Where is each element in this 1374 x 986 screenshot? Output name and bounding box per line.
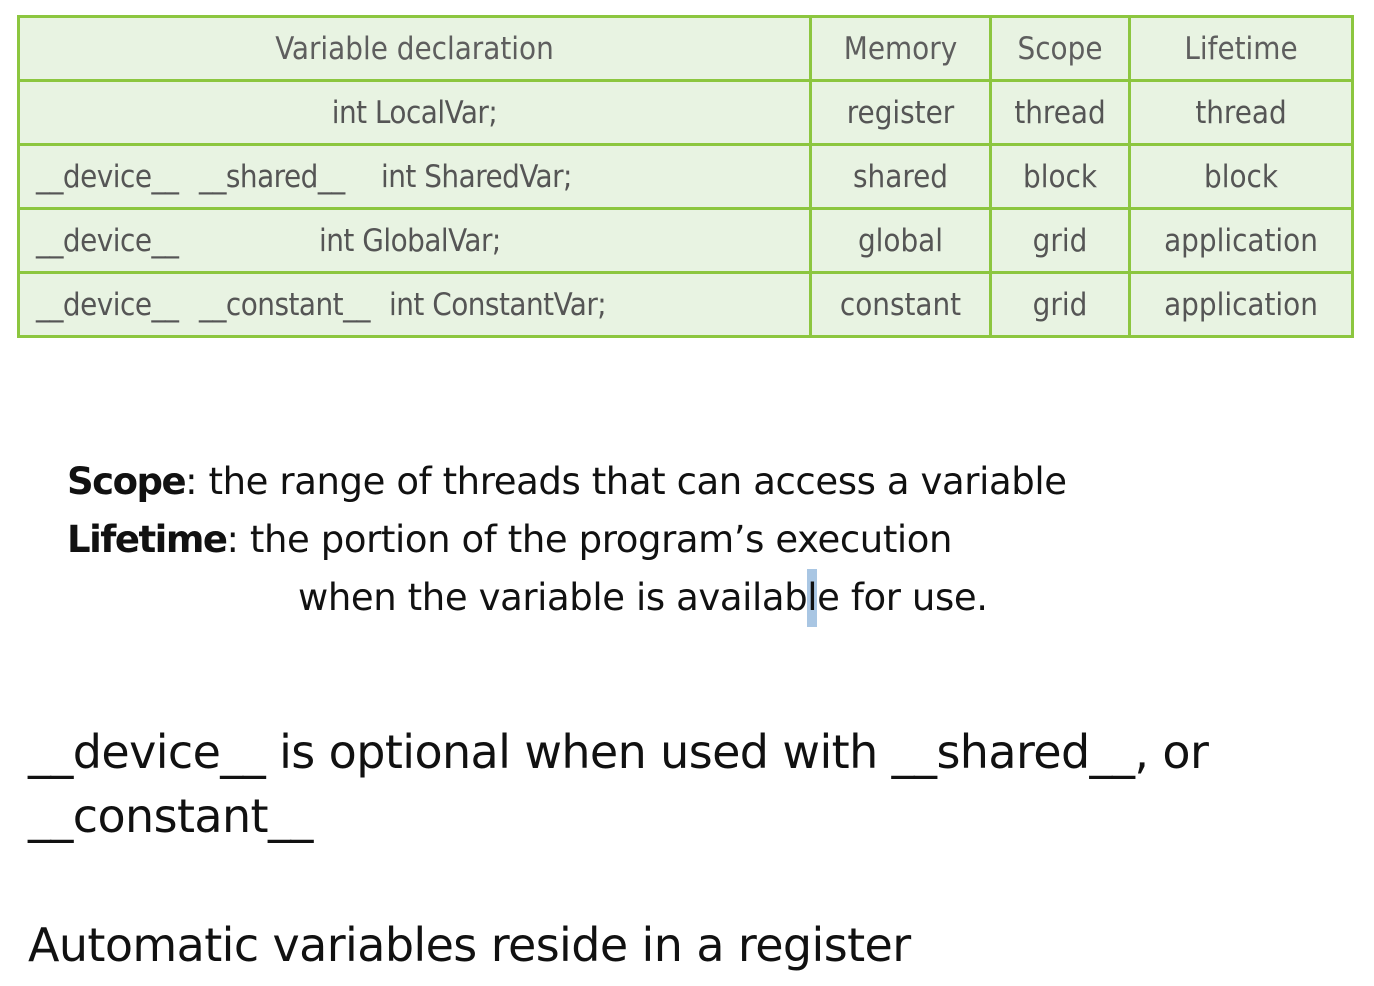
header-memory: Memory: [809, 15, 992, 82]
scope-term: Scope: [67, 460, 187, 503]
lifetime-term: Lifetime: [67, 518, 228, 561]
scope-definition: Scope: the range of threads that can acc…: [67, 453, 1067, 511]
lifetime-definition-text: : the portion of the program’s execution: [226, 518, 953, 561]
device-qualifier: __device__: [36, 158, 179, 195]
scope-definition-text: : the range of threads that can access a…: [185, 460, 1067, 503]
device-note-line-1: __device__ is optional when used with __…: [28, 725, 1209, 779]
declaration-cell: int LocalVar;: [17, 79, 812, 146]
memory-cell: global: [809, 207, 992, 274]
declaration-text: int ConstantVar;: [389, 286, 607, 323]
declaration-cell: __device__ __shared__ int SharedVar;: [17, 143, 812, 210]
lifetime-definition-continued[interactable]: when the variable is available for use.: [67, 569, 1067, 627]
memory-cell: constant: [809, 271, 992, 338]
table-row: __device__ __shared__ int SharedVar; sha…: [17, 143, 1354, 210]
definitions-block: Scope: the range of threads that can acc…: [67, 453, 1067, 627]
device-qualifier: __device__: [36, 286, 179, 323]
scope-cell: grid: [989, 207, 1131, 274]
lifetime-continued-text-end: e for use.: [817, 576, 988, 619]
scope-cell: thread: [989, 79, 1131, 146]
header-variable-declaration: Variable declaration: [17, 15, 812, 82]
memory-cell: shared: [809, 143, 992, 210]
header-lifetime: Lifetime: [1128, 15, 1354, 82]
shared-qualifier: __shared__: [199, 158, 345, 195]
declaration-cell: __device__ int GlobalVar;: [17, 207, 812, 274]
memory-cell: register: [809, 79, 992, 146]
lifetime-cell: thread: [1128, 79, 1354, 146]
scope-cell: block: [989, 143, 1131, 210]
automatic-variables-note: Automatic variables reside in a register: [28, 918, 911, 972]
table-row: int LocalVar; register thread thread: [17, 79, 1354, 146]
variable-qualifier-table: Variable declaration Memory Scope Lifeti…: [17, 15, 1354, 338]
declaration-text: int GlobalVar;: [319, 222, 501, 259]
lifetime-cell: block: [1128, 143, 1354, 210]
declaration-text: int LocalVar;: [331, 94, 498, 131]
lifetime-cell: application: [1128, 207, 1354, 274]
device-optional-note: __device__ is optional when used with __…: [28, 720, 1209, 848]
lifetime-cell: application: [1128, 271, 1354, 338]
table-row: __device__ int GlobalVar; global grid ap…: [17, 207, 1354, 274]
constant-qualifier: __constant__: [199, 286, 371, 323]
lifetime-definition: Lifetime: the portion of the program’s e…: [67, 511, 1067, 569]
device-note-line-2: __constant__: [28, 789, 313, 843]
table-header-row: Variable declaration Memory Scope Lifeti…: [17, 15, 1354, 82]
lifetime-continued-text: when the variable is availab: [298, 576, 808, 619]
declaration-cell: __device__ __constant__ int ConstantVar;: [17, 271, 812, 338]
device-qualifier: __device__: [36, 222, 179, 259]
text-cursor-highlight: l: [807, 569, 818, 627]
table-row: __device__ __constant__ int ConstantVar;…: [17, 271, 1354, 338]
scope-cell: grid: [989, 271, 1131, 338]
declaration-text: int SharedVar;: [381, 158, 572, 195]
header-scope: Scope: [989, 15, 1131, 82]
